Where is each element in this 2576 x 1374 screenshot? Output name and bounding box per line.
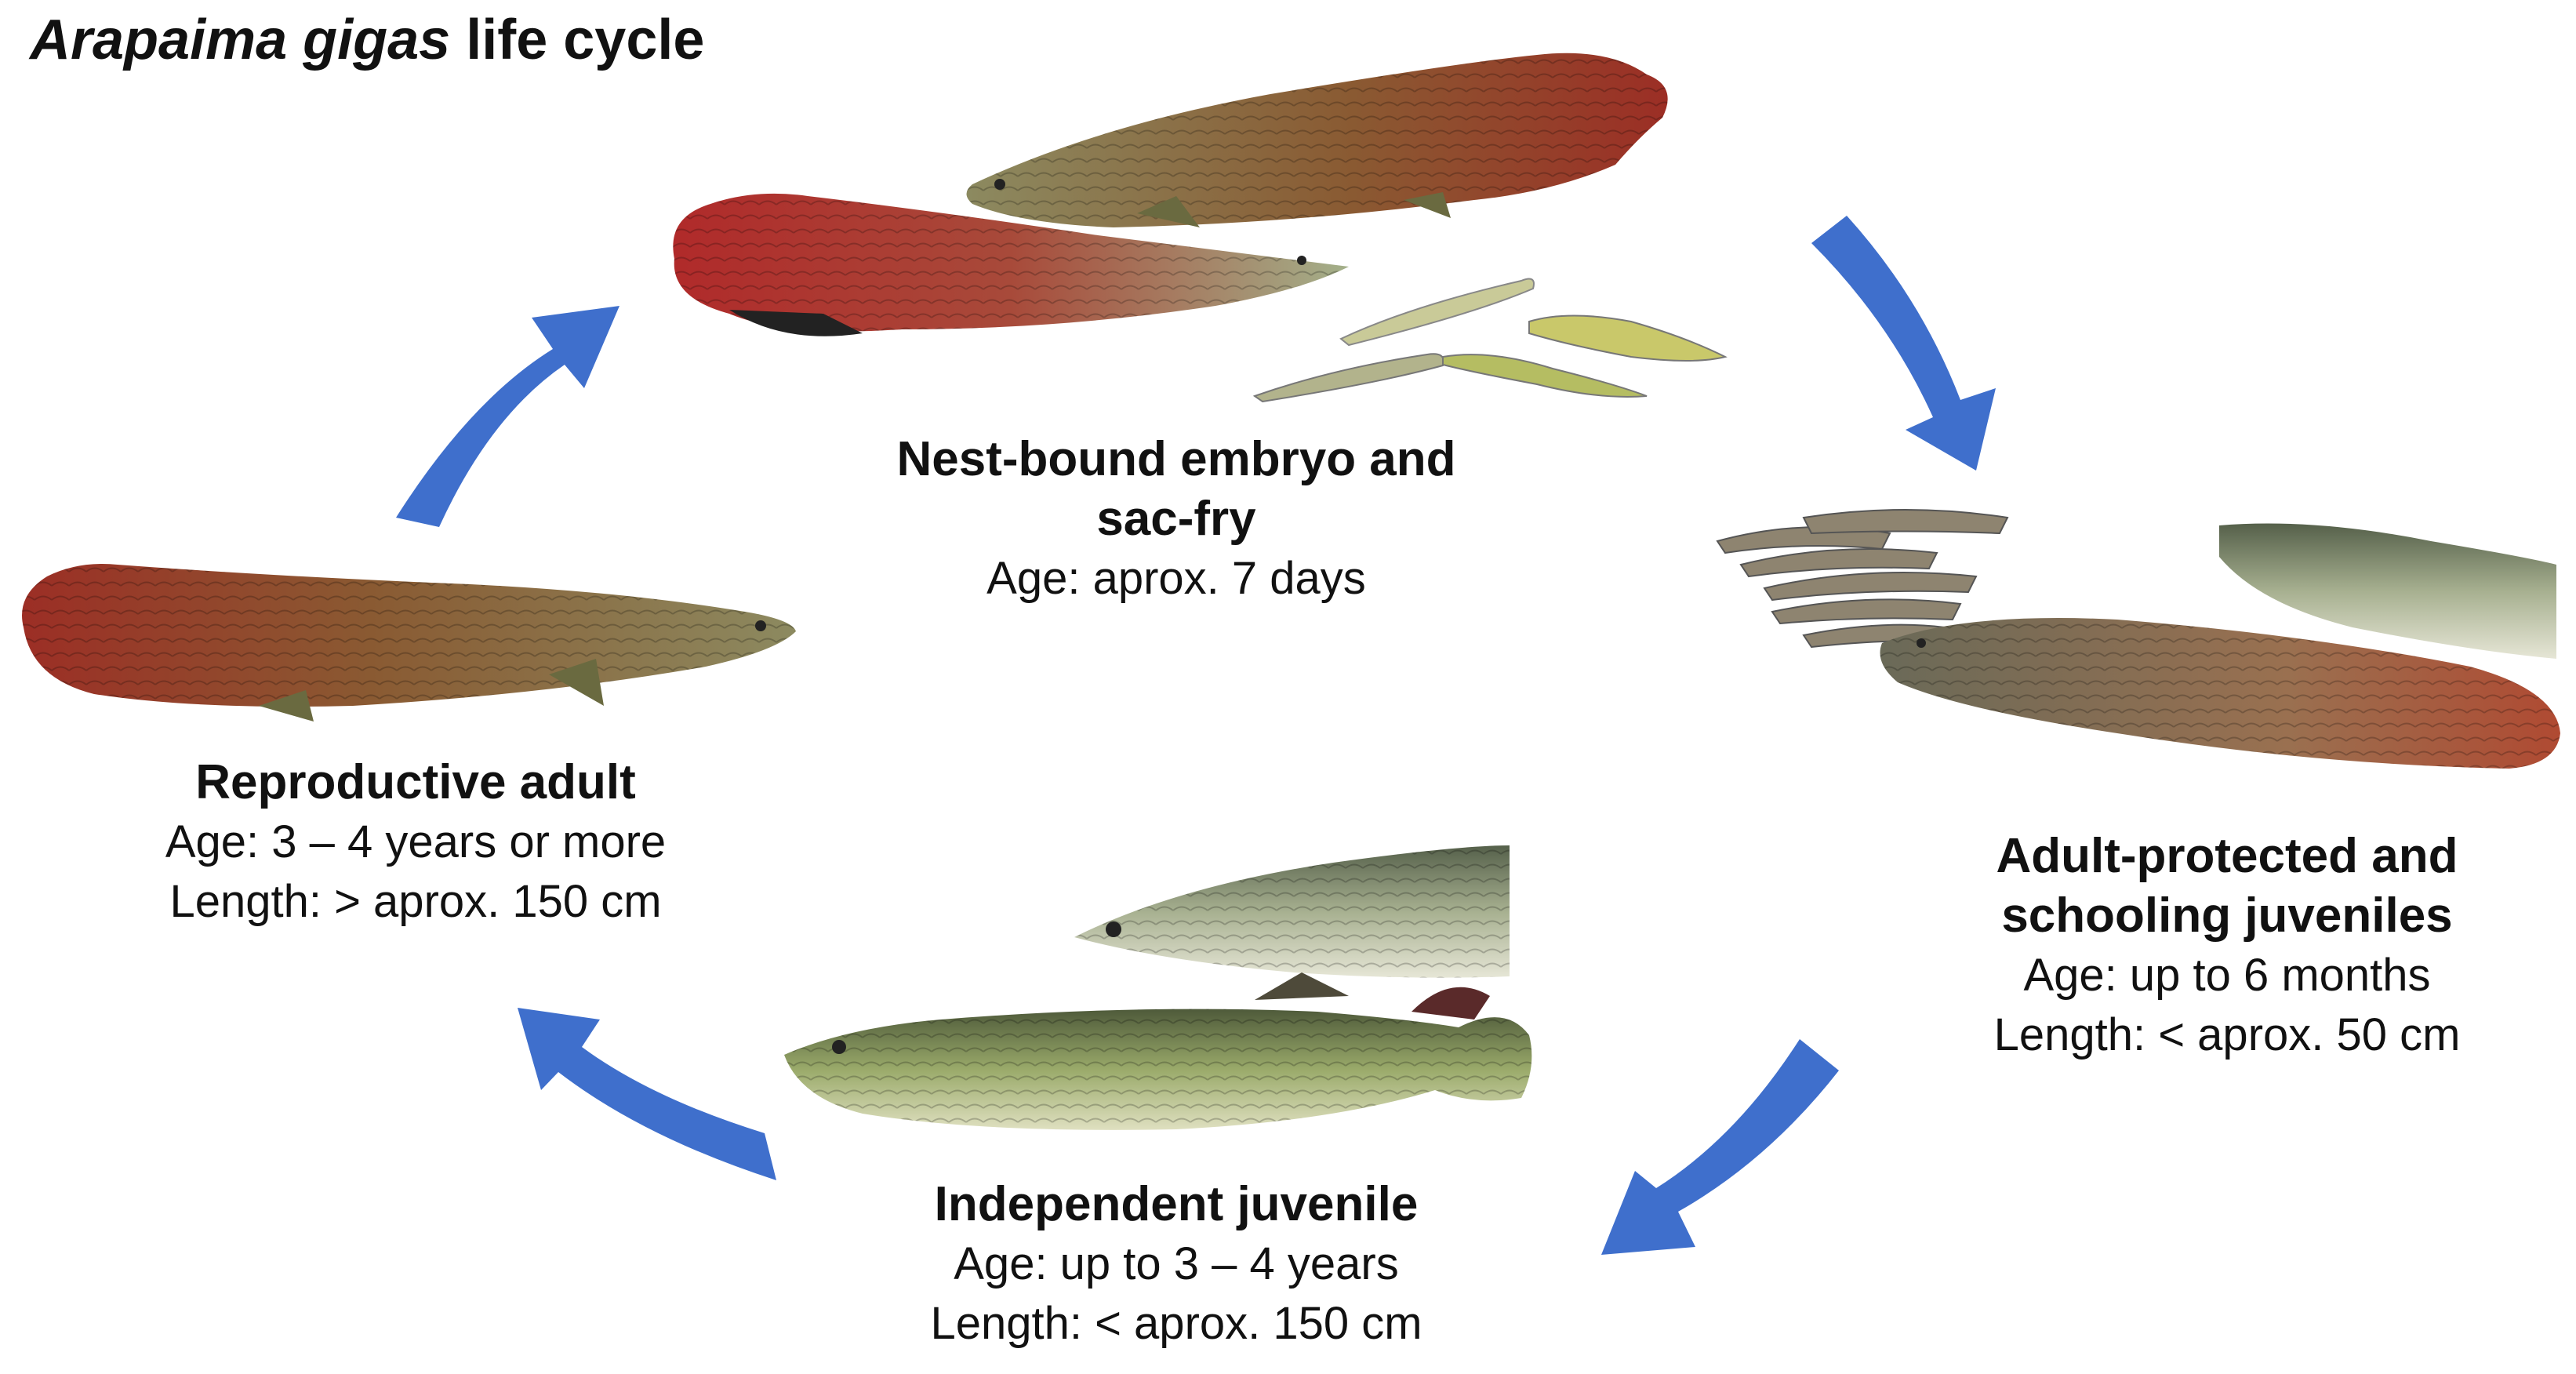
stage-length-adult: Length: > aprox. 150 cm xyxy=(169,876,662,927)
stage-length-juvenile: Length: < aprox. 150 cm xyxy=(930,1298,1422,1349)
stage-name-juvenile: Independent juvenile xyxy=(934,1177,1419,1231)
arrow-to-schooling xyxy=(1811,216,1996,471)
stage-name-nest-line1: Nest-bound embryo and xyxy=(896,432,1456,486)
stage-name-schooling-line1: Adult-protected and xyxy=(1996,829,2458,883)
fry-school xyxy=(1716,509,2009,649)
arrow-to-juvenile xyxy=(1601,1039,1839,1255)
adult-fish-top xyxy=(966,53,1668,228)
title-rest: life cycle xyxy=(450,9,705,71)
arrow-to-nest xyxy=(396,306,619,527)
arrow-to-adult xyxy=(518,1008,776,1180)
schooling-juvenile-fish xyxy=(1880,523,2560,769)
stage-length-schooling: Length: < aprox. 50 cm xyxy=(1993,1009,2461,1060)
title-species: Arapaima gigas xyxy=(30,9,451,71)
stage-label-schooling: Adult-protected and schooling juveniles … xyxy=(1898,827,2556,1065)
stage-age-schooling: Age: up to 6 months xyxy=(2023,950,2431,1001)
sac-fry-group xyxy=(1252,278,1728,403)
stage-label-nest: Nest-bound embryo and sac-fry Age: aprox… xyxy=(863,430,1490,609)
stage-name-nest-line2: sac-fry xyxy=(1096,492,1256,546)
juvenile-fish-bottom xyxy=(784,972,1532,1130)
stage-label-juvenile: Independent juvenile Age: up to 3 – 4 ye… xyxy=(847,1175,1506,1354)
reproductive-adult-fish xyxy=(22,564,796,722)
stage-age-nest: Age: aprox. 7 days xyxy=(986,553,1366,604)
juvenile-fish-top xyxy=(1074,845,1510,978)
stage-age-adult: Age: 3 – 4 years or more xyxy=(165,816,667,867)
adult-fish-red xyxy=(673,193,1349,336)
stage-label-adult: Reproductive adult Age: 3 – 4 years or m… xyxy=(71,753,761,932)
diagram-title: Arapaima gigas life cycle xyxy=(30,8,704,72)
stage-name-adult: Reproductive adult xyxy=(195,755,636,809)
stage-age-juvenile: Age: up to 3 – 4 years xyxy=(954,1238,1399,1289)
stage-name-schooling-line2: schooling juveniles xyxy=(2001,889,2453,943)
